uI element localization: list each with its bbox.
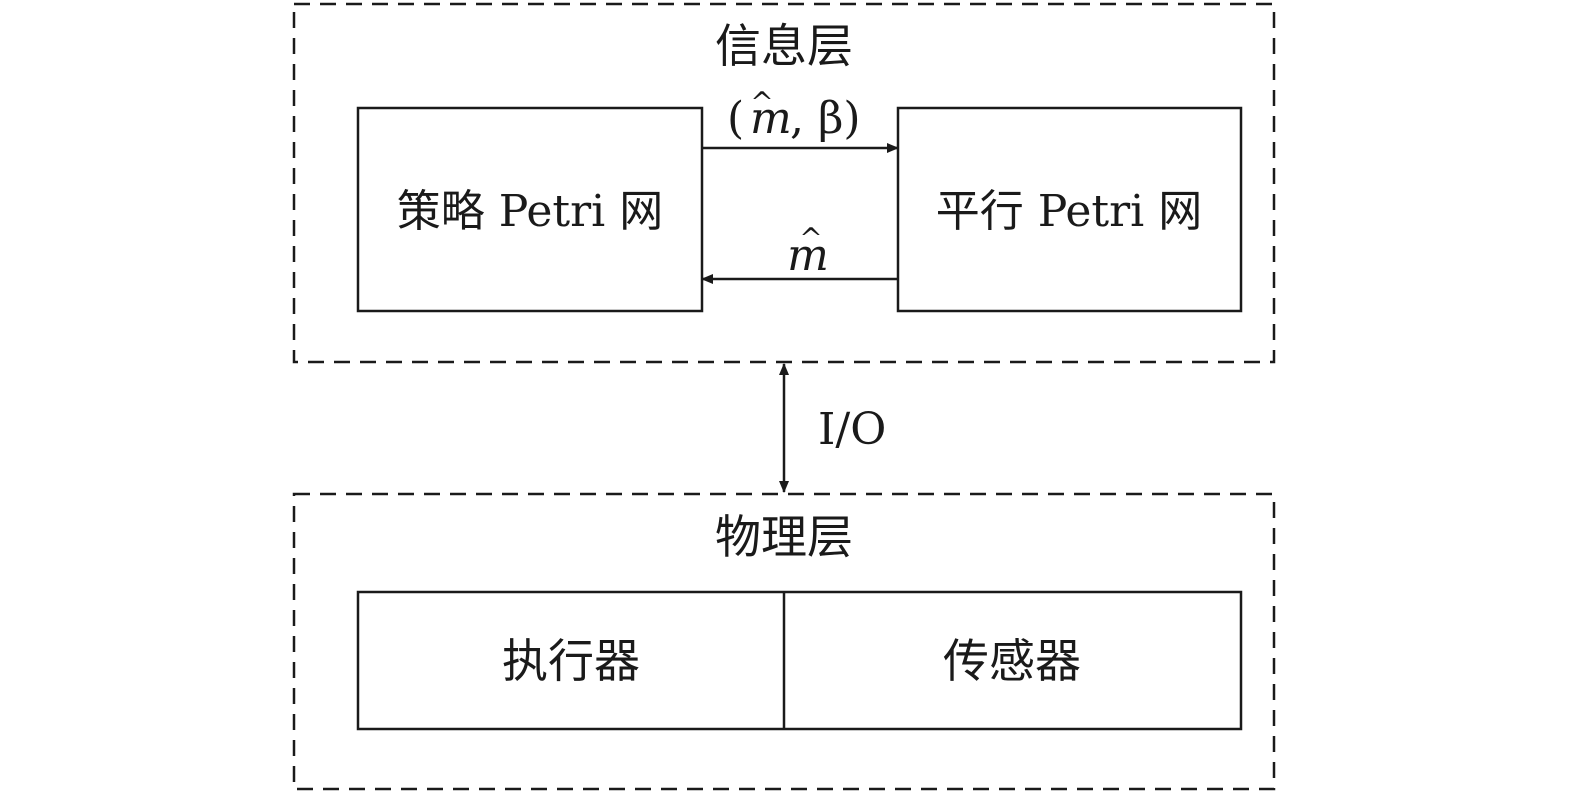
physical-layer-title: 物理层 — [715, 510, 853, 564]
forward-label-m: m — [750, 93, 792, 144]
forward-label-open: ( — [727, 93, 744, 144]
actuator-label: 执行器 — [502, 634, 640, 688]
backward-arrow-label: m ^ — [787, 222, 829, 281]
backward-label-hat: ^ — [799, 222, 822, 255]
strategy-petri-net-box — [356, 106, 704, 313]
parallel-petri-net-label: 平行 Petri 网 — [936, 186, 1202, 237]
parallel-petri-net-box — [896, 106, 1243, 313]
forward-label-hat: ^ — [750, 86, 773, 119]
actuator-sensor-box — [356, 590, 1243, 731]
forward-arrow-label: ( m ^ , β) — [727, 86, 861, 144]
forward-label-beta: , β) — [790, 93, 861, 144]
sensor-label: 传感器 — [943, 634, 1081, 688]
info-layer-title: 信息层 — [715, 19, 853, 73]
info-layer-container — [292, 2, 1276, 364]
physical-layer-container — [292, 492, 1276, 791]
backward-label-m: m — [787, 230, 829, 281]
strategy-petri-net-label: 策略 Petri 网 — [397, 186, 663, 237]
io-label: I/O — [818, 404, 886, 455]
